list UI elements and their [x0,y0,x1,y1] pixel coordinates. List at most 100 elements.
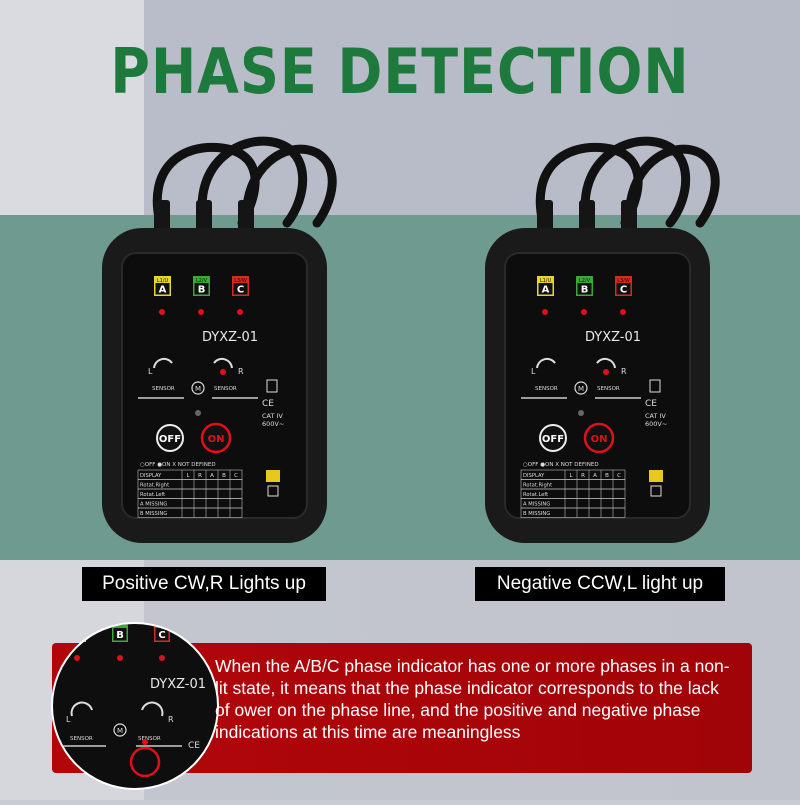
svg-text:ON: ON [208,434,225,445]
sensor-right-label: SENSOR [214,386,237,392]
svg-text:A: A [542,285,550,296]
rotation-led [220,369,226,375]
svg-text:L3/W: L3/W [234,278,247,284]
zoom-sensor-left: SENSOR [70,736,93,742]
table-row [520,507,626,518]
svg-text:ON: ON [591,434,608,445]
table-legend: ○OFF ●ON X NOT DEFINED [140,462,216,468]
zoom-sensor-right: SENSOR [138,736,161,742]
zoom-ce-mark: CE [188,741,200,751]
table-row-label: B MISSING [523,511,550,517]
sensor-dot [195,410,201,416]
motor-icon: M [191,381,205,395]
table-row-label: B MISSING [140,511,167,517]
svg-text:A: A [159,285,167,296]
sensor-dot [578,410,584,416]
rotation-right-label: R [621,367,627,376]
caption-positive: Positive CW,R Lights up [82,567,326,601]
tester-negative: L1/U A L2/V B L3/W C DYXZ-01 [475,128,725,553]
cables [535,136,720,228]
table-row-label: A MISSING [140,502,167,508]
svg-text:C: C [620,285,627,296]
sensor-right-label: SENSOR [597,386,620,392]
svg-text:L1/U: L1/U [157,278,169,284]
ce-mark: CE [645,399,657,409]
table-row-label: DISPLAY [140,473,162,479]
phase-leds [159,309,243,315]
cables [152,136,337,228]
svg-text:M: M [578,385,584,393]
table-col-header: R [581,473,585,479]
table-row-label: Rotat.Left [523,492,548,498]
rotation-left-label: L [531,367,536,376]
ce-mark: CE [262,399,274,409]
svg-text:OFF: OFF [542,434,564,445]
cat-rating: CAT IV [262,412,283,420]
zoom-circle: A B C DYXZ-01 L R M SENSOR SENSOR CE [50,612,220,805]
table-row-label: Rotat.Right [140,483,169,489]
rotation-arrows [536,357,616,369]
tester-positive: L1/U A L2/V B L3/W C DYXZ-01 [92,128,342,553]
voltage-rating: 600V~ [262,420,284,428]
zoom-model-label: DYXZ-01 [150,677,206,692]
caption-negative: Negative CCW,L light up [475,567,725,601]
svg-text:L3/W: L3/W [617,278,630,284]
page-title: PHASE DETECTION [110,35,690,108]
table-col-header: C [617,473,621,479]
table-col-header: L [569,473,573,479]
table-row-label: DISPLAY [523,473,545,479]
svg-text:C: C [237,285,244,296]
table-col-header: A [210,473,214,479]
table-row [137,507,243,518]
model-label: DYXZ-01 [585,330,641,345]
table-col-header: C [234,473,238,479]
table-col-header: R [198,473,202,479]
model-label: DYXZ-01 [202,330,258,345]
cable-sleeves [154,200,254,236]
svg-text:M: M [195,385,201,393]
zoom-phase-c: C [158,630,165,641]
table-col-header: A [593,473,597,479]
table-row-label: A MISSING [523,502,550,508]
on-button[interactable]: ON [200,422,232,454]
rotation-led [603,369,609,375]
zoom-motor-icon: M [117,727,123,735]
rotation-arrows [153,357,233,369]
motor-icon: M [574,381,588,395]
sensor-left-label: SENSOR [152,386,175,392]
table-col-header: B [222,473,226,479]
svg-text:L1/U: L1/U [540,278,552,284]
table-legend: ○OFF ●ON X NOT DEFINED [523,462,599,468]
bin-icon [266,379,278,393]
zoom-phase-a: A [74,630,82,641]
phase-indicators: L1/U A L2/V B L3/W C [154,276,249,296]
rotation-right-label: R [238,367,244,376]
warning-icon [266,470,280,482]
rotation-left-label: L [148,367,153,376]
svg-text:B: B [581,285,589,296]
zoom-rotation-right: R [168,715,174,724]
off-button[interactable]: OFF [539,424,567,452]
cat-rating: CAT IV [645,412,666,420]
double-insulation-icon [650,485,662,497]
svg-text:OFF: OFF [159,434,181,445]
svg-text:B: B [198,285,206,296]
table-col-header: B [605,473,609,479]
table-col-header: L [186,473,190,479]
svg-text:L2/V: L2/V [579,278,591,284]
sensor-left-label: SENSOR [535,386,558,392]
voltage-rating: 600V~ [645,420,667,428]
double-insulation-icon [267,485,279,497]
zoom-rotation-left: L [66,715,71,724]
phase-indicators: L1/U A L2/V B L3/W C [537,276,632,296]
on-button[interactable]: ON [583,422,615,454]
table-row-label: Rotat.Left [140,492,165,498]
cable-sleeves [537,200,637,236]
svg-text:L2/V: L2/V [196,278,208,284]
off-button[interactable]: OFF [156,424,184,452]
background-top [0,0,800,215]
zoom-phase-b: B [116,630,124,641]
warning-icon [649,470,663,482]
